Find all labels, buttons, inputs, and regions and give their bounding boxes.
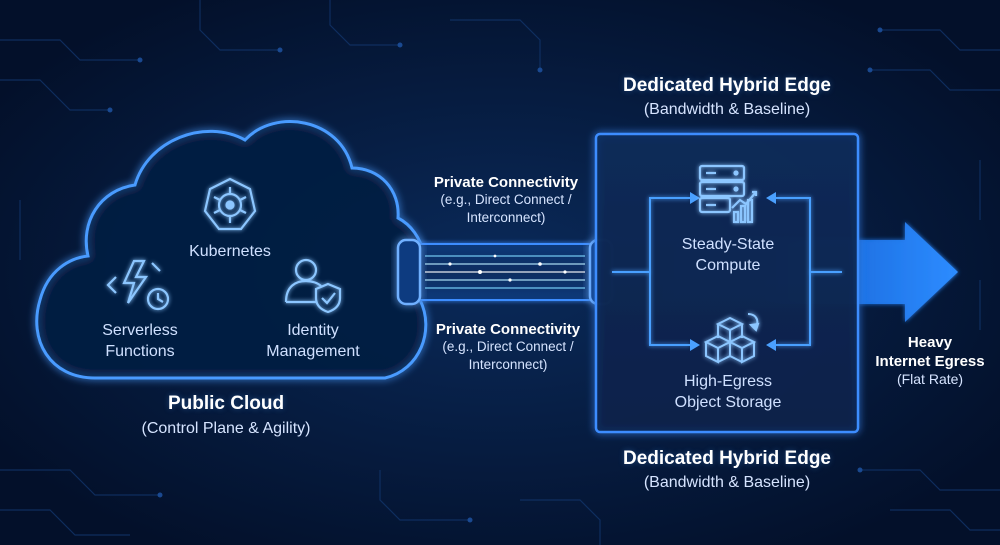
identity-icon: [284, 258, 342, 314]
egress-sub: (Flat Rate): [896, 371, 964, 387]
connectivity-bottom-title: Private Connectivity: [435, 321, 581, 338]
hybrid-edge-box: [594, 132, 860, 434]
server-chart-icon: [698, 164, 758, 224]
connectivity-top-label: Private Connectivity (e.g., Direct Conne…: [412, 174, 600, 227]
compute-label-line2: Compute: [695, 257, 761, 274]
edge-top-subtitle: (Bandwidth & Baseline): [643, 101, 811, 118]
connectivity-bottom-line1: (e.g., Direct Connect /: [442, 339, 574, 354]
connectivity-top-line1: (e.g., Direct Connect /: [440, 192, 572, 207]
edge-top-title: Dedicated Hybrid Edge: [623, 75, 831, 96]
egress-line2: Internet Egress: [875, 353, 985, 370]
edge-bottom-title: Dedicated Hybrid Edge: [623, 448, 831, 469]
egress-label: Heavy Internet Egress (Flat Rate): [862, 333, 998, 387]
kubernetes-label: Kubernetes: [189, 243, 271, 260]
storage-label: High-Egress Object Storage: [660, 371, 796, 413]
egress-line1: Heavy: [907, 334, 953, 351]
serverless-label: Serverless Functions: [80, 320, 200, 362]
serverless-icon: [106, 259, 170, 311]
compute-label-line1: Steady-State: [681, 236, 775, 253]
storage-label-line1: High-Egress: [683, 373, 773, 390]
edge-flow-arrows: [612, 197, 842, 346]
identity-label: Identity Management: [253, 320, 373, 362]
compute-label: Steady-State Compute: [668, 234, 788, 276]
connectivity-top-line2: Interconnect): [466, 210, 546, 225]
cubes-storage-icon: [703, 313, 760, 364]
connectivity-tube: [396, 238, 614, 306]
connectivity-top-title: Private Connectivity: [433, 174, 579, 191]
serverless-label-line1: Serverless: [102, 322, 178, 339]
connectivity-bottom-label: Private Connectivity (e.g., Direct Conne…: [414, 321, 602, 374]
identity-label-line2: Management: [266, 343, 360, 360]
edge-bottom-subtitle: (Bandwidth & Baseline): [643, 474, 811, 491]
identity-label-line1: Identity: [287, 322, 339, 339]
public-cloud-title: Public Cloud: [167, 393, 285, 414]
serverless-label-line2: Functions: [105, 343, 175, 360]
public-cloud-subtitle: (Control Plane & Agility): [141, 420, 311, 437]
storage-label-line2: Object Storage: [674, 394, 782, 411]
connectivity-bottom-line2: Interconnect): [468, 357, 548, 372]
kubernetes-icon: [203, 177, 257, 231]
